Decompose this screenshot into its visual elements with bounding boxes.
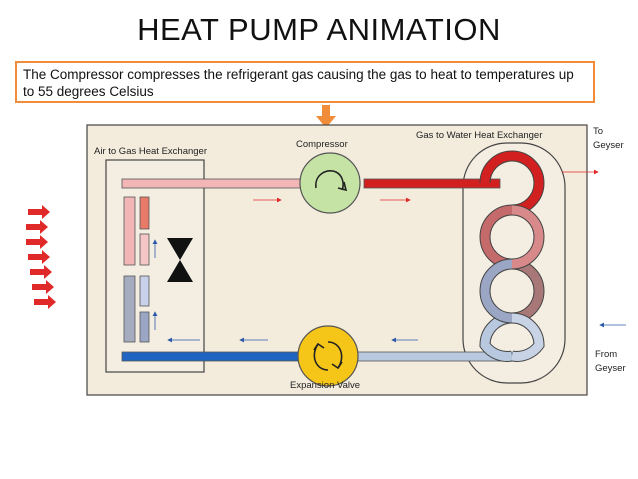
flow-arrows — [167, 169, 626, 343]
label-gas-to-water-exchanger: Gas to Water Heat Exchanger — [416, 130, 543, 141]
label-to-geyser-line1: To — [593, 126, 604, 137]
label-to-geyser-line2: Geyser — [593, 140, 624, 151]
callout-pointer-arrow — [316, 105, 336, 128]
pipe-top-pink — [121, 178, 303, 189]
label-air-to-gas-exchanger: Air to Gas Heat Exchanger — [94, 146, 207, 157]
pipe-bottom-cold — [121, 351, 303, 362]
exchanger-coil — [479, 150, 545, 362]
compressor-description-callout: The Compressor compresses the refrigeran… — [15, 61, 595, 103]
label-expansion-valve: Expansion Valve — [290, 380, 361, 391]
pipe-top-hot — [363, 178, 501, 189]
air-exchanger-fins — [123, 196, 150, 343]
valve-symbol — [167, 238, 193, 282]
air-to-gas-exchanger-box — [105, 159, 205, 373]
compressor — [299, 152, 361, 214]
label-compressor: Compressor — [296, 139, 348, 150]
page-title: HEAT PUMP ANIMATION — [137, 12, 501, 47]
incoming-air-arrows — [26, 205, 56, 309]
label-from-geyser-line1: From — [595, 349, 618, 360]
expansion-valve — [297, 325, 359, 387]
label-from-geyser-line2: Geyser — [595, 363, 626, 374]
